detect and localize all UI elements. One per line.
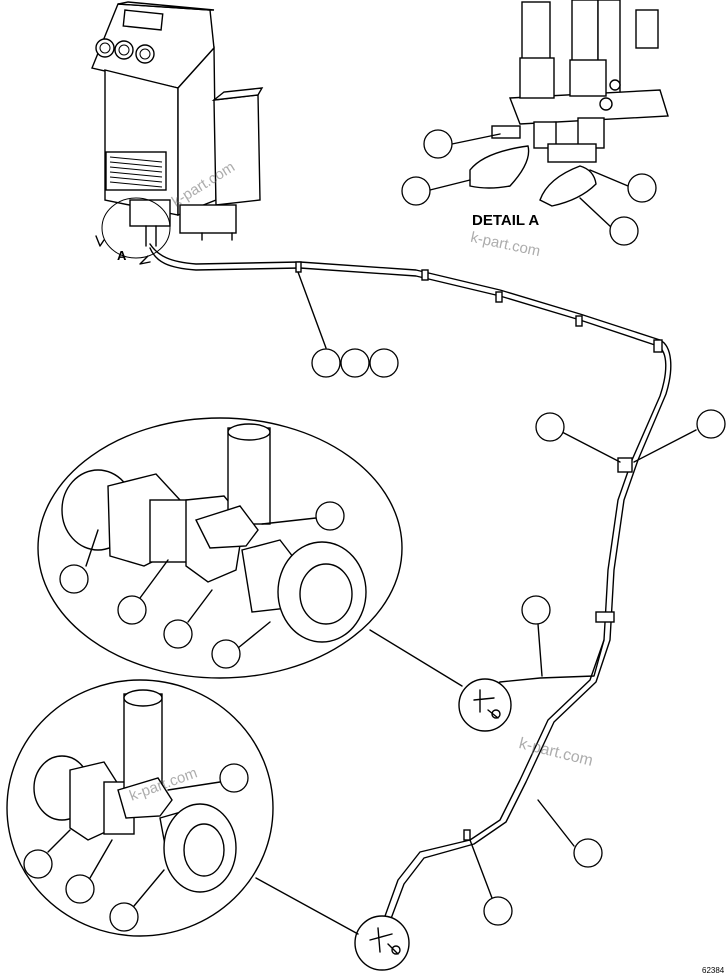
view-marker-a: A bbox=[117, 248, 127, 263]
hose-line bbox=[149, 243, 672, 933]
dispenser-unit bbox=[91, 1, 264, 265]
fitting-detail-circle-lower bbox=[354, 915, 410, 971]
enlarged-fitting-detail-lower bbox=[6, 679, 274, 937]
figure-number: 62384 bbox=[702, 966, 725, 975]
detail-a-assembly bbox=[469, 0, 669, 207]
fitting-detail-circle-upper bbox=[458, 678, 512, 732]
detail-a-title: DETAIL A bbox=[472, 212, 540, 229]
callouts bbox=[23, 129, 726, 932]
